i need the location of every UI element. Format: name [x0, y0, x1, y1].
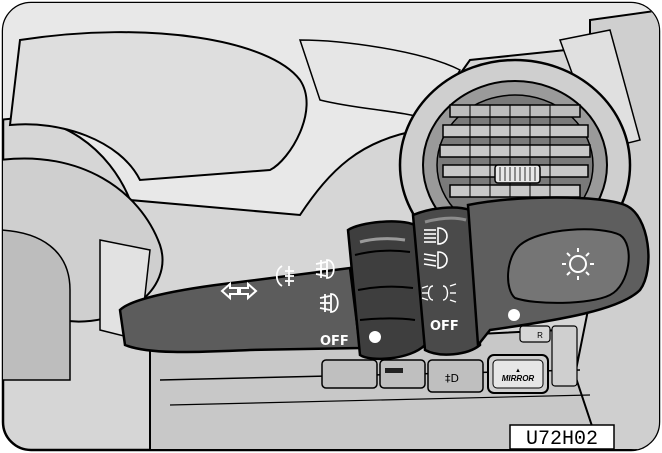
dash-upper-panel: [298, 39, 462, 121]
figure-code-box: [509, 424, 615, 450]
rear-fog-light-icon: [275, 265, 294, 287]
stalk-end-cap[interactable]: [507, 228, 630, 304]
console-button-2[interactable]: [379, 359, 426, 389]
console-button-1[interactable]: [321, 359, 378, 389]
fog-position-dot: [369, 331, 381, 343]
front-fog-light-icon: [315, 259, 335, 279]
flash-to-pass-icon: [562, 248, 594, 280]
combination-switch-stalk[interactable]: [118, 196, 650, 361]
parking-light-icon: [421, 283, 457, 303]
console-side-switch[interactable]: [551, 325, 578, 387]
stalk-icons: OFF: [220, 227, 594, 349]
instrument-hood: [8, 31, 308, 182]
console-fog-icon: ‡D: [445, 372, 459, 385]
light-off-label: OFF: [430, 319, 459, 334]
svg-text:▲: ▲: [515, 368, 521, 374]
light-switch-ring[interactable]: [411, 206, 482, 356]
r-button[interactable]: [519, 325, 551, 343]
fog-off-label: OFF: [320, 334, 349, 349]
vent-adjust-tab: [494, 164, 541, 184]
figure-code: U72H02: [526, 428, 598, 451]
console-button-group: ‡D ▲ MIRROR R: [321, 325, 578, 394]
low-beam-icon: [423, 251, 448, 269]
turn-signal-arrows-icon: [220, 281, 258, 301]
front-fog-light-alt-icon: [319, 293, 339, 313]
r-button-label: R: [537, 331, 543, 340]
steering-wheel-rim: [3, 229, 71, 381]
mirror-button-label: MIRROR: [502, 374, 535, 383]
fog-light-button[interactable]: [427, 359, 484, 393]
high-beam-icon: [424, 227, 448, 245]
light-position-dot: [508, 309, 520, 321]
